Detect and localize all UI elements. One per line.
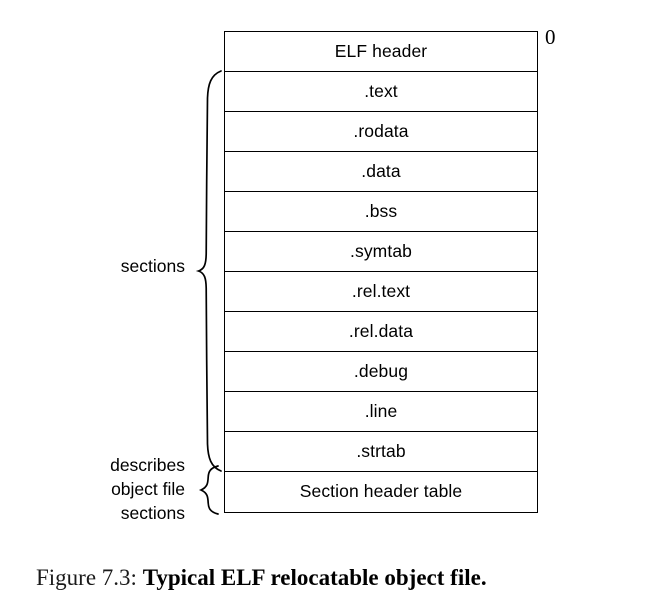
layout-row-elf-header: ELF header — [225, 32, 537, 72]
layout-row-rel-text: .rel.text — [225, 272, 537, 312]
section-header-table-annotation-label: describes object file sections — [50, 453, 185, 525]
row-label: .strtab — [356, 440, 406, 461]
row-label: .debug — [353, 360, 409, 381]
layout-row-rodata: .rodata — [225, 112, 537, 152]
layout-row-rel-data: .rel.data — [225, 312, 537, 352]
layout-row-bss: .bss — [225, 192, 537, 232]
row-label: .symtab — [350, 240, 412, 261]
layout-row-strtab: .strtab — [225, 432, 537, 472]
offset-zero-label: 0 — [545, 25, 556, 49]
layout-row-debug: .debug — [225, 352, 537, 392]
sections-brace-icon — [195, 68, 229, 474]
row-label: Section header table — [299, 481, 463, 502]
caption-number: Figure 7.3: — [36, 565, 137, 590]
figure-caption: Figure 7.3: Typical ELF relocatable obje… — [36, 565, 636, 591]
caption-title: Typical ELF relocatable object file. — [142, 565, 487, 590]
row-label: ELF header — [334, 40, 428, 61]
layout-row-text: .text — [225, 72, 537, 112]
row-label: .rodata — [353, 120, 409, 141]
row-label: .line — [364, 400, 398, 421]
annotation-line-1: describes — [110, 455, 185, 475]
row-label: .rel.data — [348, 320, 414, 341]
row-label: .bss — [364, 200, 398, 221]
section-header-table-brace-icon — [196, 464, 228, 516]
sections-annotation-label: sections — [120, 256, 185, 276]
layout-row-symtab: .symtab — [225, 232, 537, 272]
annotation-line-3: sections — [120, 503, 185, 523]
row-label: .text — [364, 80, 398, 101]
layout-row-line: .line — [225, 392, 537, 432]
layout-row-data: .data — [225, 152, 537, 192]
row-label: .rel.text — [351, 280, 411, 301]
row-label: .data — [361, 160, 401, 181]
elf-file-layout-diagram: ELF header .text .rodata .data .bss .sym… — [224, 31, 538, 513]
annotation-line-2: object file — [111, 479, 185, 499]
layout-row-section-header-table: Section header table — [225, 472, 537, 512]
